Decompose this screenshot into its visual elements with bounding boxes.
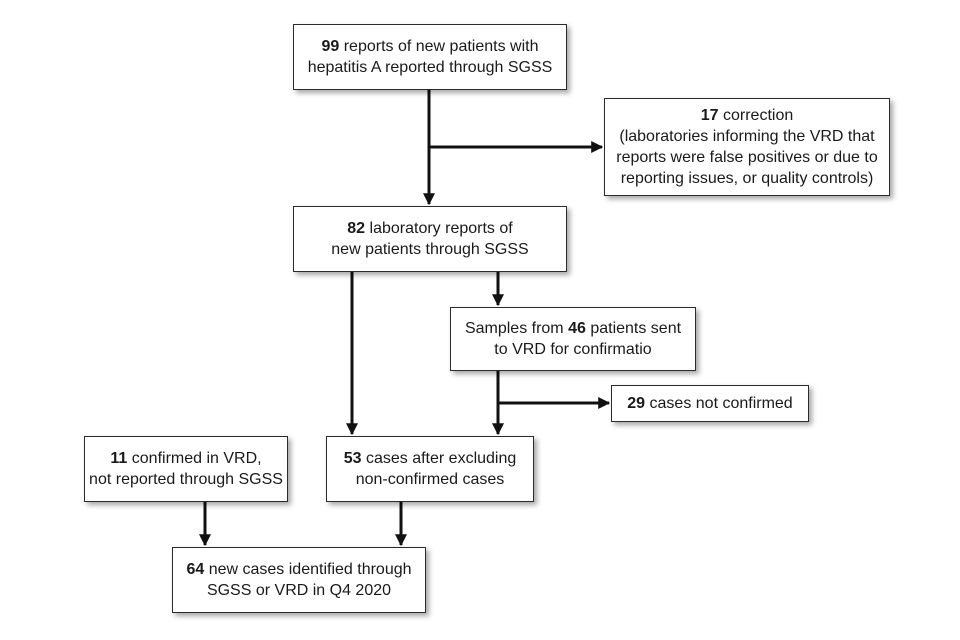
box-correction-text-3: reports were false positives or due to [616, 149, 878, 166]
box-lab-reports: 82 laboratory reports of new patients th… [293, 206, 567, 272]
count-cases: 53 [343, 450, 362, 467]
box-correction-text-2: (laboratories informing the VRD that [619, 128, 875, 145]
count-lab: 82 [347, 220, 366, 237]
box-samples-text: patients sent [585, 320, 682, 337]
box-cases-text-2: non-confirmed cases [355, 471, 505, 488]
box-final-text-2: SGSS or VRD in Q4 2020 [206, 582, 392, 599]
box-samples-text-2: to VRD for confirmatio [494, 341, 652, 358]
box-correction: 17 correction (laboratories informing th… [604, 98, 890, 196]
box-reports-sgss: 99 reports of new patients with hepatiti… [293, 24, 567, 90]
box-new-cases-identified: 64 new cases identified through SGSS or … [172, 547, 426, 613]
box-final-text: new cases identified through [204, 561, 412, 578]
count-vrd: 11 [110, 450, 128, 467]
box-vrd-text: confirmed in VRD, [127, 450, 262, 467]
count-correction: 17 [700, 107, 719, 124]
box-cases-after-excluding: 53 cases after excluding non-confirmed c… [326, 436, 534, 502]
box-lab-text: laboratory reports of [365, 220, 513, 237]
count-not-confirmed: 29 [627, 395, 646, 412]
box-lab-text-2: new patients through SGSS [331, 241, 529, 258]
box-samples-sent: Samples from 46 patients sent to VRD for… [450, 307, 696, 371]
box-correction-text: correction [718, 107, 794, 124]
box-confirmed-vrd: 11 confirmed in VRD, not reported throug… [84, 436, 288, 502]
box-reports-text-2: hepatitis A reported through SGSS [307, 59, 553, 76]
count-reports: 99 [321, 38, 340, 55]
box-samples-prefix: Samples from [464, 320, 569, 337]
box-reports-text: reports of new patients with [339, 38, 539, 55]
count-final: 64 [186, 561, 205, 578]
count-samples: 46 [568, 320, 586, 337]
box-not-confirmed: 29 cases not confirmed [611, 385, 809, 422]
box-correction-text-4: reporting issues, or quality controls) [620, 170, 874, 187]
box-not-confirmed-text: cases not confirmed [645, 395, 793, 412]
box-vrd-text-2: not reported through SGSS [89, 471, 283, 488]
box-cases-text: cases after excluding [361, 450, 517, 467]
